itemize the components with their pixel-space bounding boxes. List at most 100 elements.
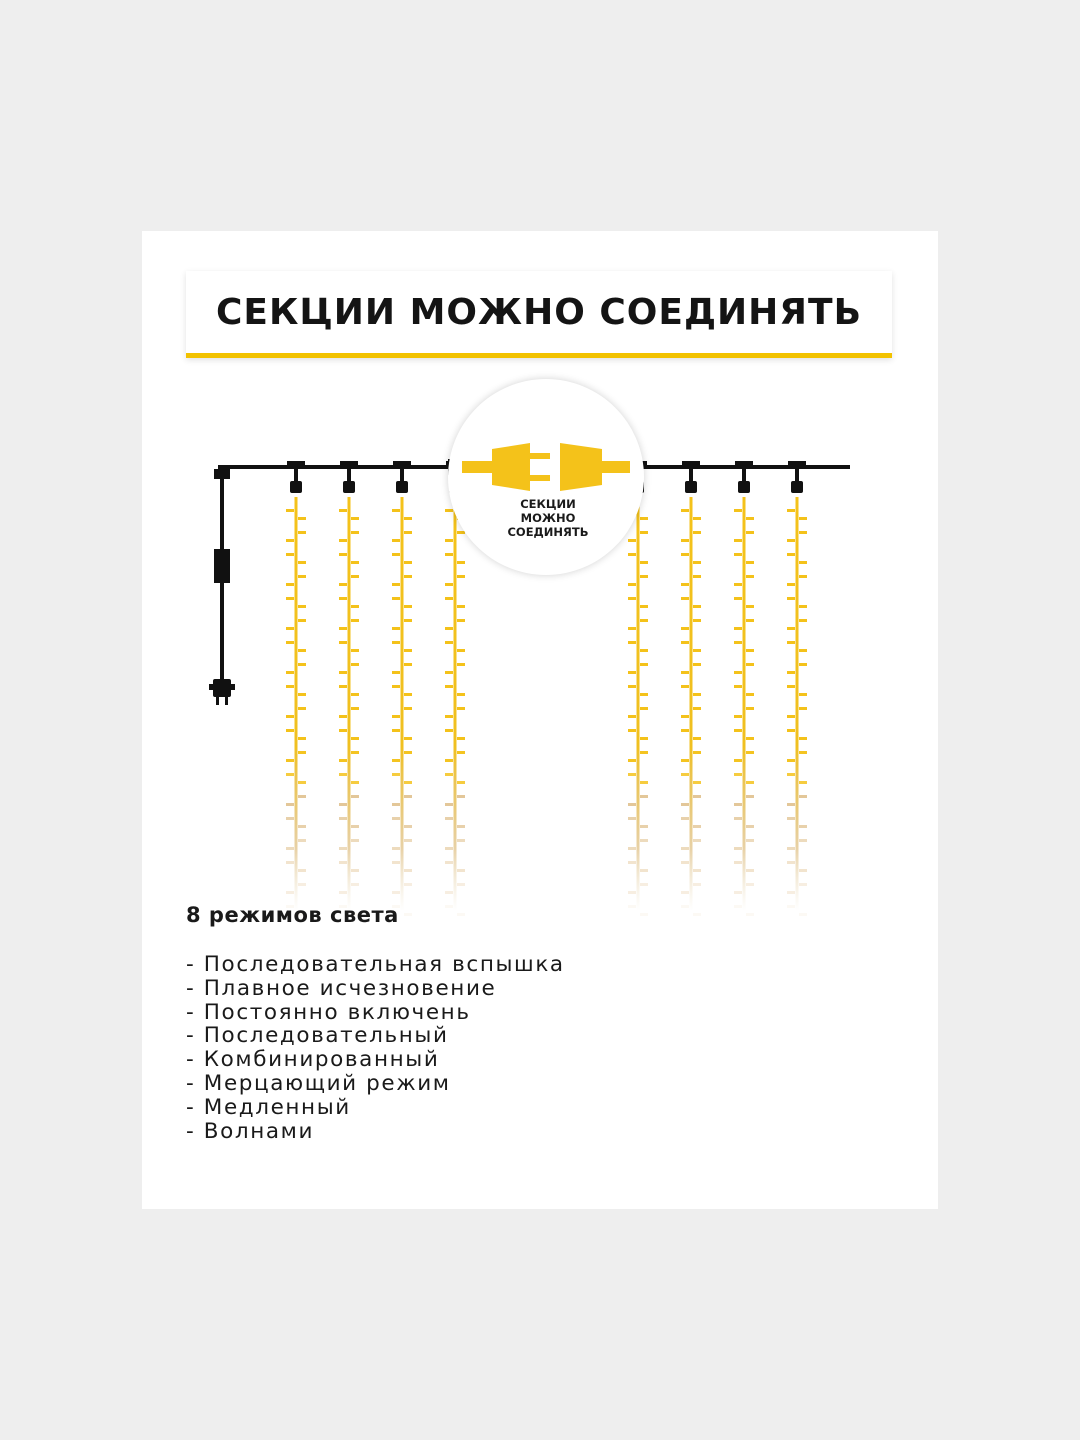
bulb [734,671,742,674]
bulb [799,517,807,520]
bulb [734,597,742,600]
bulb [404,619,412,622]
bulb [734,773,742,776]
bulb [734,905,742,908]
bulb [351,649,359,652]
bulb [457,663,465,666]
bulb [787,803,795,806]
bulb [787,817,795,820]
bulb [351,605,359,608]
bulb [787,671,795,674]
bulb [445,553,453,556]
bulb [746,575,754,578]
bulb [404,707,412,710]
bulb [628,729,636,732]
bulb [640,781,648,784]
bulb [351,707,359,710]
bulb [404,781,412,784]
light-strand [392,461,412,916]
bulb [339,861,347,864]
bulb [746,693,754,696]
bulb [404,605,412,608]
bulb [298,825,306,828]
bulb [445,861,453,864]
bulb [404,693,412,696]
bulb [640,707,648,710]
bulb [286,509,294,512]
bulb [339,553,347,556]
bulb [681,729,689,732]
bulb [404,825,412,828]
bulb [734,759,742,762]
bulb [286,641,294,644]
bulb [693,825,701,828]
bulb [445,583,453,586]
bulb [640,737,648,740]
light-strand [286,461,306,916]
bulb [298,869,306,872]
bulb [799,619,807,622]
bulb [404,751,412,754]
bulb [298,707,306,710]
bulb [746,561,754,564]
light-strand [339,461,359,916]
bulb [693,575,701,578]
bulb [351,531,359,534]
bulb [298,561,306,564]
bulb [787,509,795,512]
light-strand [628,461,648,916]
bulb [693,649,701,652]
bulb [298,751,306,754]
bulb [351,561,359,564]
bulb [787,685,795,688]
bulb [746,649,754,652]
bulb [640,751,648,754]
bulb [351,693,359,696]
bulb [457,751,465,754]
bulb [799,737,807,740]
bulb [799,649,807,652]
bulb [640,883,648,886]
bulb [734,509,742,512]
bulb [392,509,400,512]
bulb [351,575,359,578]
bulb [681,847,689,850]
bulb [457,649,465,652]
bulb [787,905,795,908]
bulb [799,781,807,784]
bulb [693,869,701,872]
bulb [693,605,701,608]
bulb [628,847,636,850]
bulb [640,693,648,696]
bulb [339,671,347,674]
bulb [640,795,648,798]
bulb [457,619,465,622]
bulb [457,707,465,710]
bulb [351,517,359,520]
bulb [404,575,412,578]
bulb [457,737,465,740]
bulb [746,781,754,784]
bulb [746,869,754,872]
bulb [339,583,347,586]
bulb [445,773,453,776]
bulb [457,561,465,564]
bulb [693,663,701,666]
bulb [787,597,795,600]
list-item: - Волнами [186,1118,315,1144]
bulb [404,869,412,872]
bulb [681,715,689,718]
bulb [457,795,465,798]
bulb [628,773,636,776]
bulb [404,663,412,666]
bulb [445,597,453,600]
bulb [392,847,400,850]
bulb [298,663,306,666]
bulb [286,759,294,762]
bulb [457,913,465,916]
bulb [457,883,465,886]
bulb [286,729,294,732]
bulb [640,517,648,520]
bulb [457,781,465,784]
bulb [693,913,701,916]
